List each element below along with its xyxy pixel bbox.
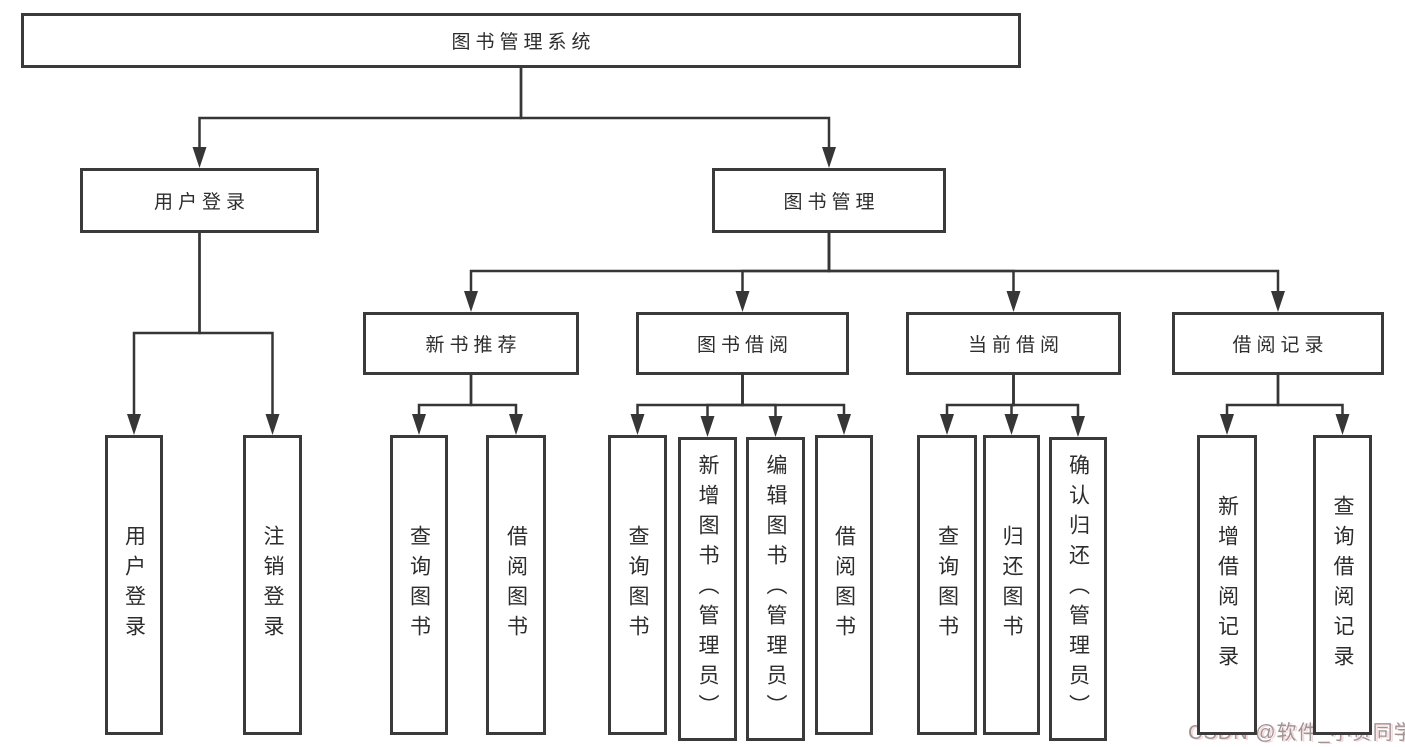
node-label-book-mgmt: 图书管理 — [783, 192, 880, 213]
node-label-v-query-book-b: 查询图书 — [626, 525, 649, 645]
arrowhead-borrow-records — [1271, 291, 1285, 312]
node-v-edit-book: 编辑图书（管理员） — [746, 437, 805, 741]
arrowhead-v-query-book-a — [412, 414, 426, 435]
arrowhead-book-mgmt — [822, 147, 836, 168]
node-label-v-query-book-a: 查询图书 — [407, 525, 431, 645]
node-label-v-user-login: 用户登录 — [122, 525, 146, 645]
node-system: 图书管理系统 — [21, 13, 1021, 68]
node-v-return-book: 归还图书 — [983, 435, 1040, 735]
node-label-v-borrow-book-a: 借阅图书 — [504, 525, 528, 645]
edge-book-mgmt-current-borrow — [827, 233, 1015, 294]
node-label-system: 图书管理系统 — [451, 32, 596, 53]
node-label-current-borrow: 当前借阅 — [967, 335, 1064, 356]
arrowhead-v-query-book-b — [630, 414, 645, 435]
arrowhead-v-borrow-book-b — [837, 414, 851, 435]
arrowhead-v-add-book — [700, 416, 715, 437]
arrowhead-v-borrow-book-a — [509, 414, 523, 435]
node-label-v-borrow-book-b: 借阅图书 — [832, 525, 856, 645]
edge-user-login-v-user-login — [132, 233, 201, 417]
node-v-add-record: 新增借阅记录 — [1197, 435, 1257, 735]
node-book-mgmt: 图书管理 — [712, 168, 946, 233]
node-v-confirm-return: 确认归还（管理员） — [1049, 437, 1107, 741]
node-book-borrow: 图书借阅 — [636, 312, 849, 375]
edge-book-mgmt-borrow-records — [827, 233, 1280, 294]
node-label-v-query-record: 查询借阅记录 — [1331, 495, 1354, 675]
edge-book-borrow-v-query-book-b — [636, 375, 744, 417]
arrowhead-v-return-book — [1004, 414, 1019, 435]
edge-borrow-records-v-add-record — [1225, 375, 1280, 417]
edge-current-borrow-v-query-book-c — [945, 375, 1015, 417]
node-label-user-login: 用户登录 — [153, 192, 250, 213]
edge-book-borrow-v-add-book — [706, 375, 744, 419]
node-current-borrow: 当前借阅 — [906, 312, 1121, 375]
node-label-v-add-record: 新增借阅记录 — [1215, 495, 1239, 675]
node-v-borrow-book-b: 借阅图书 — [815, 435, 873, 735]
edge-new-book-rec-v-borrow-book-a — [469, 375, 518, 417]
edge-system-book-mgmt — [519, 68, 831, 150]
edge-system-user-login — [198, 68, 523, 150]
node-label-v-logout: 注销登录 — [261, 525, 284, 645]
edge-book-borrow-v-edit-book — [741, 375, 777, 419]
node-label-v-return-book: 归还图书 — [1000, 525, 1023, 645]
node-label-borrow-records: 借阅记录 — [1232, 335, 1329, 356]
edge-book-borrow-v-borrow-book-b — [741, 375, 846, 417]
arrowhead-v-user-login — [127, 414, 141, 435]
arrowhead-new-book-rec — [464, 291, 478, 312]
arrowhead-v-edit-book — [768, 416, 783, 437]
node-v-query-book-b: 查询图书 — [608, 435, 667, 735]
node-v-add-book: 新增图书（管理员） — [678, 437, 737, 741]
node-v-query-book-c: 查询图书 — [917, 435, 977, 735]
edge-user-login-v-logout — [198, 233, 274, 417]
arrowhead-current-borrow — [1006, 291, 1021, 312]
node-label-book-borrow: 图书借阅 — [696, 335, 793, 356]
node-v-user-login: 用户登录 — [105, 435, 163, 735]
node-user-login: 用户登录 — [80, 168, 319, 233]
arrowhead-v-confirm-return — [1071, 416, 1085, 437]
node-label-v-add-book: 新增图书（管理员） — [696, 454, 719, 724]
node-v-query-book-a: 查询图书 — [390, 435, 448, 735]
arrowhead-user-login — [192, 147, 207, 168]
edge-current-borrow-v-return-book — [1010, 375, 1015, 417]
edge-book-mgmt-book-borrow — [741, 233, 831, 294]
arrowhead-v-query-book-c — [940, 414, 954, 435]
node-v-query-record: 查询借阅记录 — [1313, 435, 1372, 735]
edge-current-borrow-v-confirm-return — [1012, 375, 1080, 419]
node-new-book-rec: 新书推荐 — [363, 312, 579, 375]
edge-borrow-records-v-query-record — [1276, 375, 1344, 417]
node-label-v-confirm-return: 确认归还（管理员） — [1066, 454, 1090, 724]
node-borrow-records: 借阅记录 — [1172, 312, 1384, 375]
node-label-v-query-book-c: 查询图书 — [935, 525, 959, 645]
node-label-v-edit-book: 编辑图书（管理员） — [764, 454, 787, 724]
edge-new-book-rec-v-query-book-a — [417, 375, 473, 417]
arrowhead-v-query-record — [1335, 414, 1350, 435]
node-label-new-book-rec: 新书推荐 — [425, 335, 522, 356]
arrowhead-v-logout — [265, 414, 280, 435]
node-v-borrow-book-a: 借阅图书 — [486, 435, 546, 735]
node-v-logout: 注销登录 — [243, 435, 302, 735]
arrowhead-book-borrow — [735, 291, 750, 312]
arrowhead-v-add-record — [1220, 414, 1234, 435]
edge-book-mgmt-new-book-rec — [469, 233, 831, 294]
